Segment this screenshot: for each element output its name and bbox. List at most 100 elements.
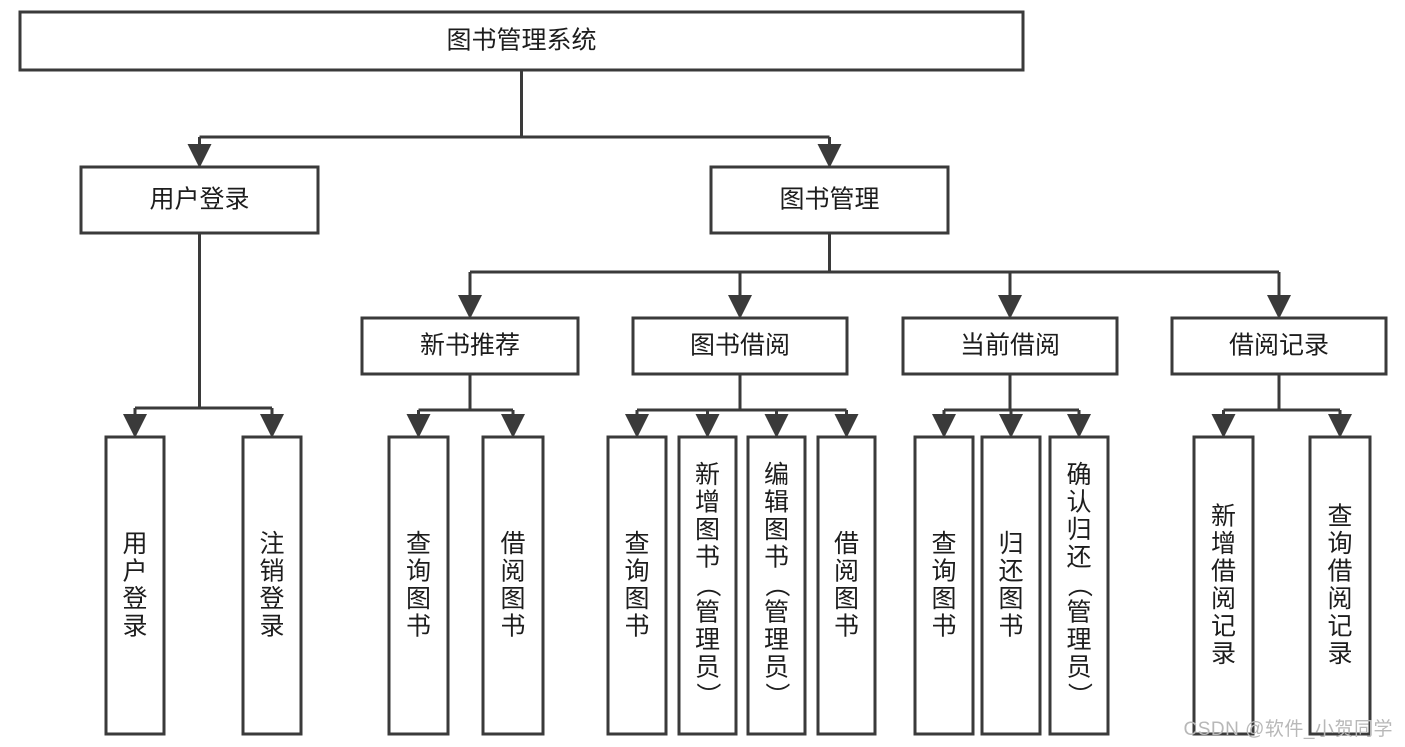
node-level3-0-label: 新书推荐: [420, 332, 520, 360]
node-level2-0[interactable]: [79, 165, 320, 235]
svg-text:员: 员: [695, 654, 720, 682]
node-level3-2-label: 当前借阅: [960, 332, 1060, 360]
node-leaf-12[interactable]: [1308, 435, 1372, 736]
node-leaf-11-rect: [1192, 435, 1255, 736]
node-level2-1-rect: [709, 165, 950, 235]
svg-text:借: 借: [1211, 557, 1236, 585]
node-leaf-5[interactable]: [677, 435, 738, 736]
node-leaf-2[interactable]: [387, 435, 450, 736]
node-layer: 图书管理系统用户登录图书管理新书推荐图书借阅当前借阅借阅记录用户登录注销登录查询…: [18, 10, 1388, 736]
svg-text:）: ）: [693, 682, 721, 707]
node-level3-3[interactable]: [1170, 316, 1388, 376]
svg-text:归: 归: [998, 530, 1023, 558]
svg-text:管: 管: [1066, 599, 1091, 627]
svg-text:登: 登: [259, 585, 284, 613]
svg-text:阅: 阅: [1327, 585, 1352, 613]
node-level3-1-rect: [631, 316, 849, 376]
svg-text:用: 用: [122, 530, 147, 558]
svg-text:登: 登: [122, 585, 147, 613]
svg-text:阅: 阅: [834, 557, 859, 585]
node-leaf-12-rect: [1308, 435, 1372, 736]
svg-text:查: 查: [931, 530, 956, 558]
svg-text:图: 图: [500, 585, 525, 613]
svg-text:图: 图: [406, 585, 431, 613]
svg-text:（: （: [693, 572, 721, 597]
svg-text:询: 询: [624, 557, 649, 585]
svg-text:图: 图: [834, 585, 859, 613]
svg-text:借: 借: [500, 530, 525, 558]
node-level3-0-rect: [360, 316, 580, 376]
node-level3-0[interactable]: [360, 316, 580, 376]
svg-text:管: 管: [764, 599, 789, 627]
node-leaf-10-rect: [1048, 435, 1110, 736]
svg-text:注: 注: [259, 530, 284, 558]
svg-text:确: 确: [1066, 461, 1091, 489]
svg-text:阅: 阅: [1211, 585, 1236, 613]
node-leaf-7[interactable]: [816, 435, 877, 736]
node-leaf-4[interactable]: [606, 435, 668, 736]
svg-text:图: 图: [695, 516, 720, 544]
node-level2-0-label: 用户登录: [149, 186, 249, 214]
node-leaf-7-rect: [816, 435, 877, 736]
svg-text:阅: 阅: [500, 557, 525, 585]
node-level3-1[interactable]: [631, 316, 849, 376]
node-level3-2-rect: [901, 316, 1119, 376]
svg-text:（: （: [762, 572, 790, 597]
node-leaf-3-rect: [481, 435, 545, 736]
node-root-rect: [18, 10, 1025, 72]
node-leaf-9-rect: [980, 435, 1042, 736]
svg-text:书: 书: [834, 612, 859, 640]
node-level3-2[interactable]: [901, 316, 1119, 376]
svg-text:归: 归: [1066, 516, 1091, 544]
node-leaf-1[interactable]: [241, 435, 303, 736]
node-leaf-9[interactable]: [980, 435, 1042, 736]
svg-text:增: 增: [695, 489, 720, 517]
svg-text:查: 查: [406, 530, 431, 558]
svg-text:员: 员: [764, 654, 789, 682]
node-root-label: 图书管理系统: [446, 27, 596, 55]
node-level2-1-label: 图书管理: [779, 186, 879, 214]
node-leaf-6[interactable]: [746, 435, 807, 736]
svg-text:询: 询: [1327, 530, 1352, 558]
svg-text:理: 理: [695, 626, 720, 654]
svg-text:书: 书: [998, 612, 1023, 640]
node-root[interactable]: [18, 10, 1025, 72]
svg-text:记: 记: [1211, 612, 1236, 640]
svg-text:录: 录: [1327, 640, 1352, 668]
svg-text:图: 图: [764, 516, 789, 544]
svg-text:员: 员: [1066, 654, 1091, 682]
svg-text:销: 销: [259, 557, 284, 585]
svg-text:辑: 辑: [764, 489, 789, 517]
node-leaf-2-rect: [387, 435, 450, 736]
node-level2-1[interactable]: [709, 165, 950, 235]
svg-text:书: 书: [695, 544, 720, 572]
node-leaf-0[interactable]: [104, 435, 166, 736]
node-leaf-8[interactable]: [913, 435, 975, 736]
svg-text:图: 图: [624, 585, 649, 613]
node-leaf-3[interactable]: [481, 435, 545, 736]
svg-text:管: 管: [695, 599, 720, 627]
svg-text:查: 查: [1327, 502, 1352, 530]
node-level2-0-rect: [79, 165, 320, 235]
node-leaf-11[interactable]: [1192, 435, 1255, 736]
node-leaf-0-rect: [104, 435, 166, 736]
node-leaf-5-rect: [677, 435, 738, 736]
svg-text:图: 图: [931, 585, 956, 613]
svg-text:新: 新: [1211, 502, 1236, 530]
svg-text:编: 编: [764, 461, 789, 489]
node-leaf-10[interactable]: [1048, 435, 1110, 736]
svg-text:借: 借: [1327, 557, 1352, 585]
svg-text:书: 书: [500, 612, 525, 640]
svg-text:增: 增: [1211, 530, 1236, 558]
